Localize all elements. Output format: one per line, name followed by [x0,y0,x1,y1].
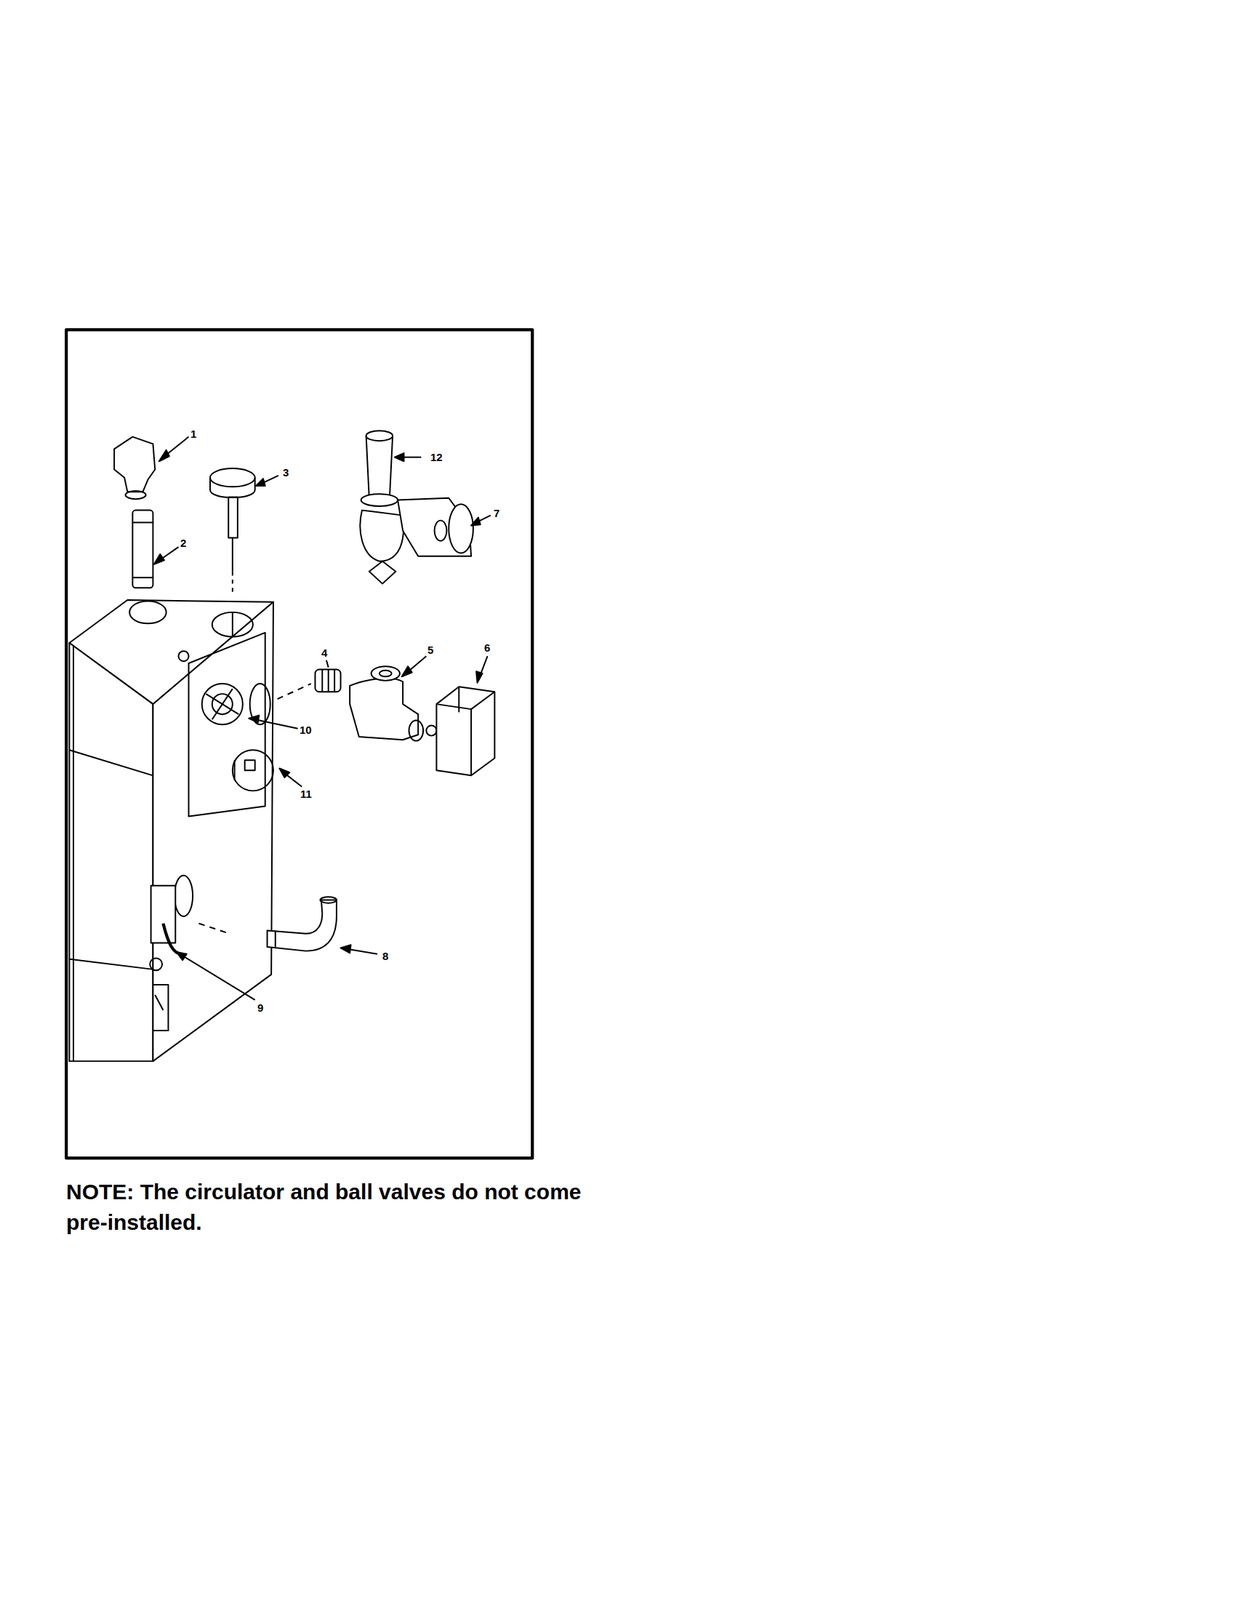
callout-number: 11 [300,788,312,799]
parts [114,430,495,951]
callout-number: 6 [484,641,491,653]
callout-number: 9 [257,1001,264,1013]
callout-number: 8 [382,950,389,962]
callout-number: 7 [493,507,500,519]
note-caption: NOTE: The circulator and ball valves do … [66,1176,626,1238]
frame [66,329,533,1158]
callout-number: 3 [282,466,289,478]
callout-number: 1 [190,428,197,440]
boiler-body [69,599,274,1061]
callout-number: 5 [427,644,434,656]
callout-number: 12 [430,451,443,463]
callout-number: 4 [321,647,328,658]
callout-number: 2 [180,537,187,549]
leader-arrows [154,436,491,1000]
callout-number: 10 [299,724,312,736]
